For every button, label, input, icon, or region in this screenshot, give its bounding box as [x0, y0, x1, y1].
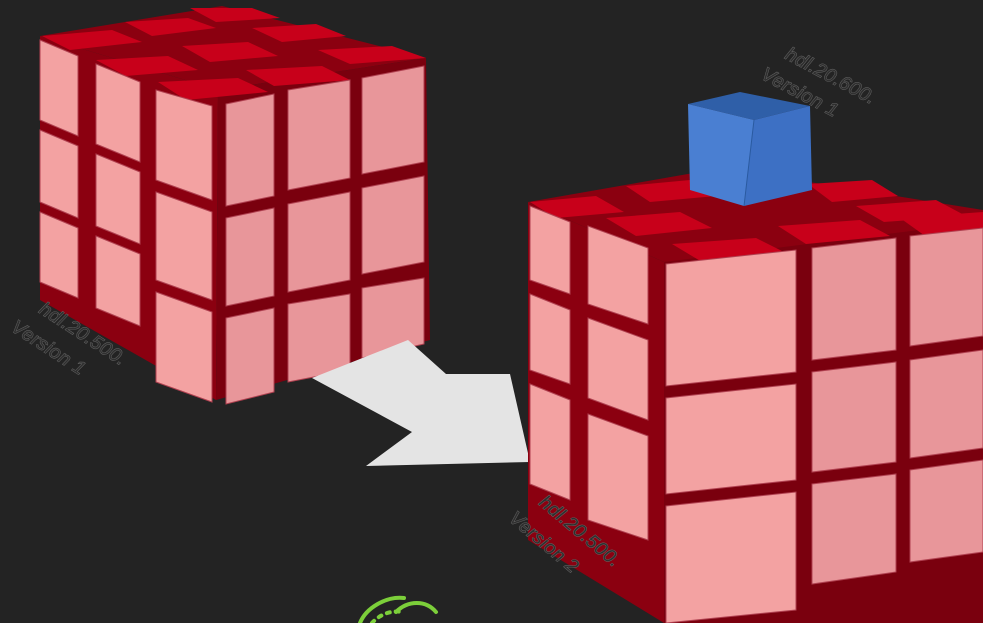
cube-top-tile: [96, 56, 198, 76]
cube-right-tile: [225, 307, 275, 405]
cube-left-tile: [587, 317, 649, 421]
cube-left-tile: [529, 293, 571, 385]
new-block-edge: [743, 119, 755, 207]
cube-right-tile: [909, 459, 983, 563]
cube-right-tile: [811, 237, 897, 361]
cube-left-tile: [95, 63, 141, 163]
cube-left-tile: [39, 129, 79, 219]
cube-top-tile: [182, 42, 278, 62]
cube-top-tile: [530, 196, 624, 218]
new-block-right: [744, 106, 812, 206]
cube-left-tile: [39, 211, 79, 299]
cube-right-tile: [287, 79, 351, 191]
arrow-right-down-icon: [312, 340, 530, 466]
cube-left-tile: [587, 413, 649, 541]
cube-right-tile: [909, 349, 983, 459]
cube-version-2: [528, 168, 983, 623]
cube-front-tile: [665, 249, 797, 387]
cube-top-tile: [606, 212, 712, 236]
cube-left-tile: [39, 39, 79, 137]
cube-version-1: [39, 6, 430, 405]
cube-left-tile: [155, 291, 213, 403]
new-block-top: [688, 92, 810, 120]
cube-left-tile: [95, 153, 141, 245]
leaf-logo-icon: [358, 595, 438, 623]
cube-right-tile: [225, 207, 275, 307]
cube-top-tile: [318, 46, 426, 64]
cube-right-tile: [361, 175, 425, 275]
new-block-left: [688, 104, 754, 206]
cube-top-tile: [190, 8, 280, 22]
cube-front-tile: [665, 383, 797, 495]
cube-top-tile: [778, 220, 890, 244]
cube-left-tile: [155, 89, 213, 201]
cube-top-tile: [252, 24, 346, 42]
cube-left-tile: [95, 235, 141, 327]
cube-top-tile: [808, 180, 898, 202]
cube-front-tile: [665, 491, 797, 623]
cube-right-tile: [287, 191, 351, 293]
cube-right-tile: [811, 473, 897, 585]
cube-left-tile: [529, 205, 571, 295]
cube-top-tile: [125, 18, 216, 36]
cube-top-tile: [246, 66, 350, 86]
cube-right-tile: [361, 65, 425, 175]
cube-left-tile: [587, 225, 649, 325]
cube-top-tile: [158, 78, 268, 100]
cube-left-tile: [529, 383, 571, 501]
cube-top-tile: [42, 30, 142, 50]
cube-right-tile: [225, 93, 275, 207]
cube-left-tile: [155, 191, 213, 301]
cube-right-tile: [811, 361, 897, 473]
cube-right-tile: [909, 227, 983, 347]
new-block: [688, 92, 812, 207]
cube-right-tile: [361, 277, 425, 359]
